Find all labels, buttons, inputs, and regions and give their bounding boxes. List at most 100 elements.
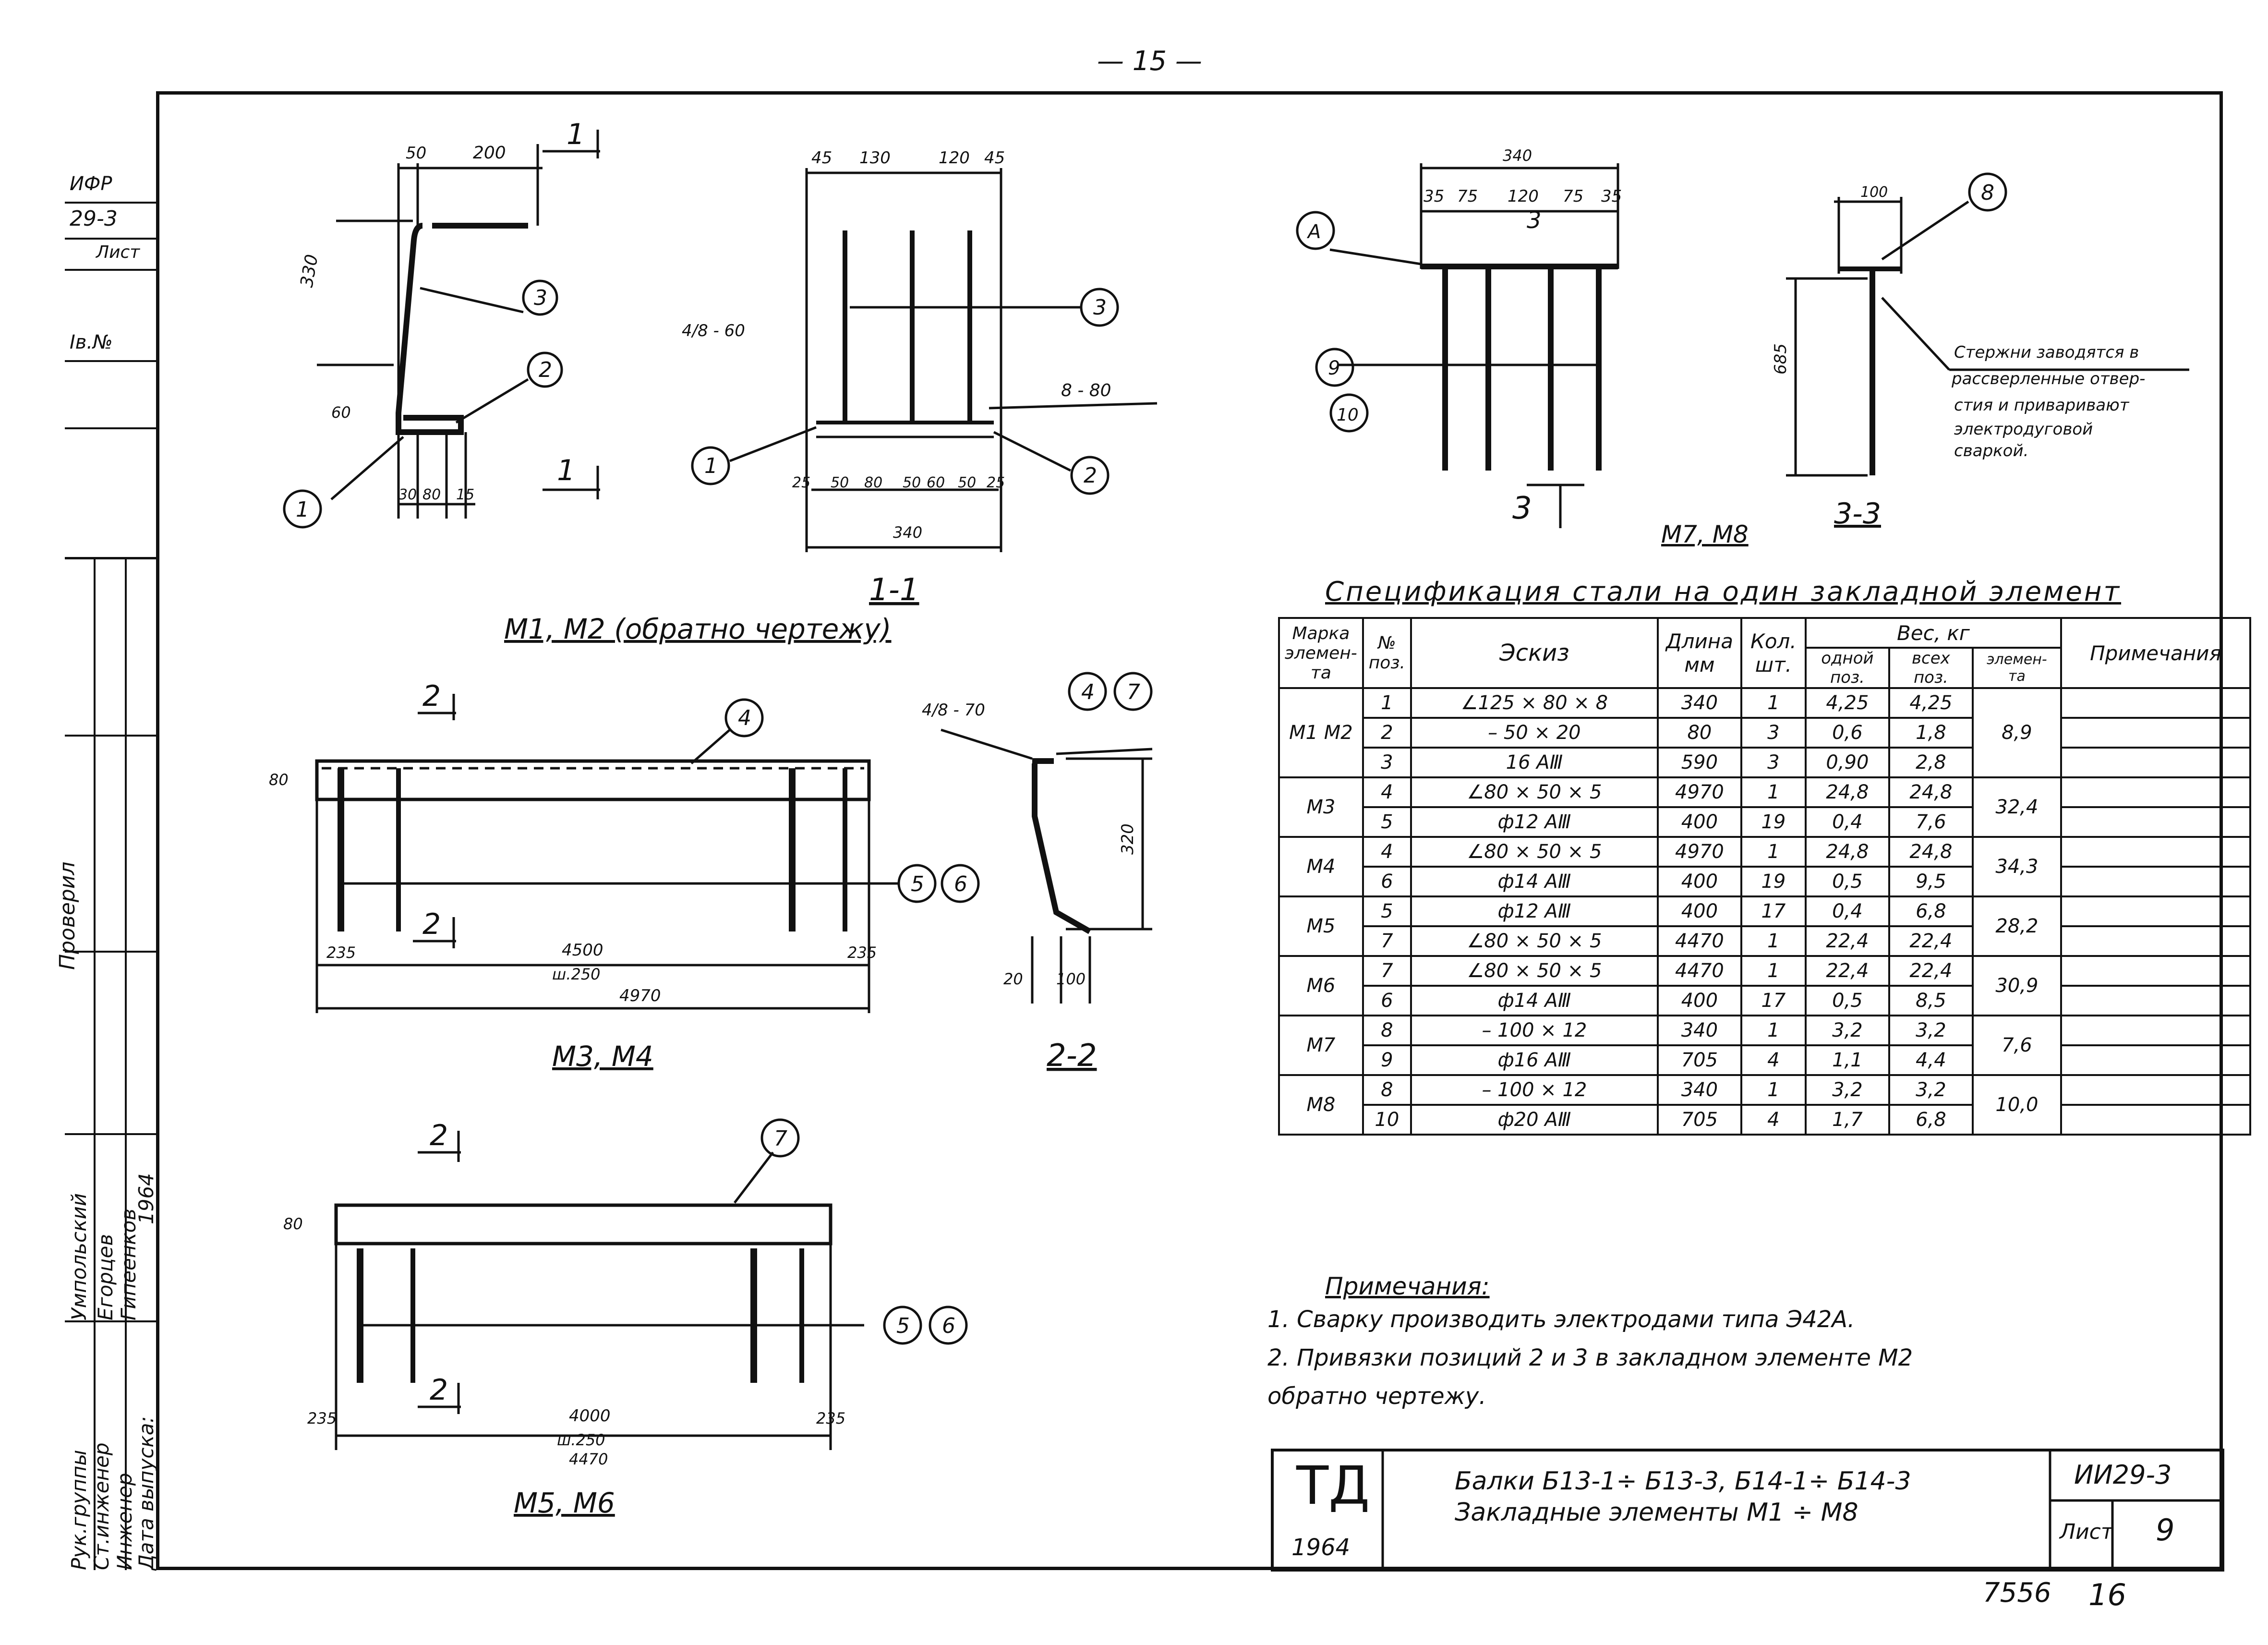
tb-title-1: Балки Б13-1÷ Б13-3, Б14-1÷ Б14-3 [1455, 1467, 1911, 1496]
spec-qty: 17 [1740, 895, 1807, 927]
spec-note [2060, 1044, 2251, 1076]
m7-dim-75a: 75 [1457, 187, 1478, 206]
section-mark-1-bot: 1 [557, 454, 575, 487]
spec-weight-one: 3,2 [1804, 1074, 1890, 1106]
spec-length: 80 [1656, 717, 1742, 749]
m7-section-3b: 3 [1512, 491, 1532, 526]
spec-qty: 1 [1740, 687, 1807, 719]
m1-callout-3 [522, 279, 558, 316]
spec-weight-element: 30,9 [1971, 955, 2062, 1016]
m3-callout-5 [897, 864, 937, 903]
spec-length: 340 [1656, 687, 1742, 719]
m1-dim-80: 80 [422, 486, 441, 503]
m7-callout-9-num: 9 [1328, 357, 1340, 379]
m7-dim-35a: 35 [1424, 187, 1444, 206]
m1-dim-15: 15 [456, 486, 474, 503]
m3-dim-235a: 235 [326, 943, 356, 962]
spec-weight-one: 22,4 [1804, 955, 1890, 987]
tb-sheet-num: 9 [2156, 1512, 2175, 1548]
s33-callout-8 [1968, 172, 2007, 212]
s22-callout-7 [1113, 672, 1153, 711]
spec-length: 400 [1656, 985, 1742, 1016]
m7-dim-120: 120 [1508, 187, 1539, 206]
spec-sketch: – 100 × 12 [1410, 1015, 1659, 1046]
spec-sketch: 16 АⅢ [1410, 747, 1659, 778]
hdr-note: Примечания [2060, 617, 2251, 689]
s11-b-50c: 50 [958, 474, 976, 491]
s11-b-50: 50 [831, 474, 849, 491]
spec-qty: 19 [1740, 806, 1807, 838]
m7-callout-10-num: 10 [1337, 405, 1359, 425]
spec-weight-one: 24,8 [1804, 776, 1890, 808]
s11-top-45b: 45 [984, 148, 1005, 168]
spec-qty: 3 [1740, 747, 1807, 778]
m3-title: М3, М4 [552, 1040, 653, 1073]
spec-sketch: – 50 × 20 [1410, 717, 1659, 749]
spec-weight-one: 0,90 [1804, 747, 1890, 778]
spec-pos: 8 [1362, 1074, 1412, 1106]
m7-callout-10 [1329, 393, 1369, 433]
s11-callout-2 [1070, 456, 1110, 495]
spec-mark: М8 [1278, 1074, 1364, 1136]
m7-callout-A-num: A [1306, 221, 1321, 243]
spec-length: 4970 [1656, 776, 1742, 808]
spec-length: 4970 [1656, 836, 1742, 868]
spec-weight-one: 24,8 [1804, 836, 1890, 868]
s22-dim-20: 20 [1003, 970, 1023, 988]
s11-b-25: 25 [792, 474, 810, 491]
s22-dim-320: 320 [1118, 823, 1137, 855]
spec-mark: М6 [1278, 955, 1364, 1016]
spec-qty: 4 [1740, 1044, 1807, 1076]
m7-dim-75b: 75 [1563, 187, 1583, 206]
m1-callout-2-num: 2 [539, 358, 552, 382]
spec-note [2060, 925, 2251, 957]
margin-series: 29-3 [70, 206, 118, 231]
s33-note-2: рассверленные отвер- [1951, 369, 2145, 388]
tb-sheet-label: Лист [2060, 1520, 2113, 1544]
spec-sketch: – 100 × 12 [1410, 1074, 1659, 1106]
hdr-mark: Марка элемен-та [1278, 617, 1364, 689]
spec-weight-all: 6,8 [1888, 895, 1974, 927]
s33-callout-8-num: 8 [1981, 181, 1994, 205]
s11-b-60: 60 [927, 474, 945, 491]
spec-pos: 6 [1362, 866, 1412, 897]
spec-sketch: ∠125 × 80 × 8 [1410, 687, 1659, 719]
spec-weight-all: 9,5 [1888, 866, 1974, 897]
m7-callout-9 [1315, 348, 1354, 387]
spec-note [2060, 1074, 2251, 1106]
spec-mark: М7 [1278, 1015, 1364, 1076]
spec-weight-all: 6,8 [1888, 1104, 1974, 1136]
hdr-w-one: одной поз. [1804, 647, 1890, 689]
m3-callout-4 [724, 698, 764, 738]
spec-mark: М4 [1278, 836, 1364, 897]
section-22-title: 2-2 [1047, 1038, 1097, 1074]
hdr-weight: Вес, кг [1804, 617, 2062, 649]
spec-pos: 4 [1362, 836, 1412, 868]
spec-qty: 1 [1740, 1074, 1807, 1106]
hdr-w-el: элемен-та [1971, 647, 2062, 689]
s33-note-4: электродуговой [1954, 420, 2093, 439]
m5-dim-235b: 235 [816, 1409, 845, 1427]
m3-angle [315, 759, 871, 801]
m3-dim-4500: 4500 [562, 941, 603, 960]
spec-note [2060, 866, 2251, 897]
spec-pos: 5 [1362, 806, 1412, 838]
s11-top-130: 130 [859, 148, 891, 168]
m5-callout-7-num: 7 [774, 1126, 787, 1151]
spec-qty: 1 [1740, 925, 1807, 957]
spec-sketch: ф14 АⅢ [1410, 985, 1659, 1016]
m5-dim-4000: 4000 [569, 1406, 611, 1426]
hdr-qty: Кол. шт. [1740, 617, 1807, 689]
hdr-pos: № поз. [1362, 617, 1412, 689]
page-number: — 15 — [1097, 46, 1202, 77]
spec-qty: 3 [1740, 717, 1807, 749]
spec-weight-all: 7,6 [1888, 806, 1974, 838]
spec-note [2060, 717, 2251, 749]
s11-b-25b: 25 [987, 474, 1005, 491]
s11-callout-3 [1080, 288, 1119, 327]
